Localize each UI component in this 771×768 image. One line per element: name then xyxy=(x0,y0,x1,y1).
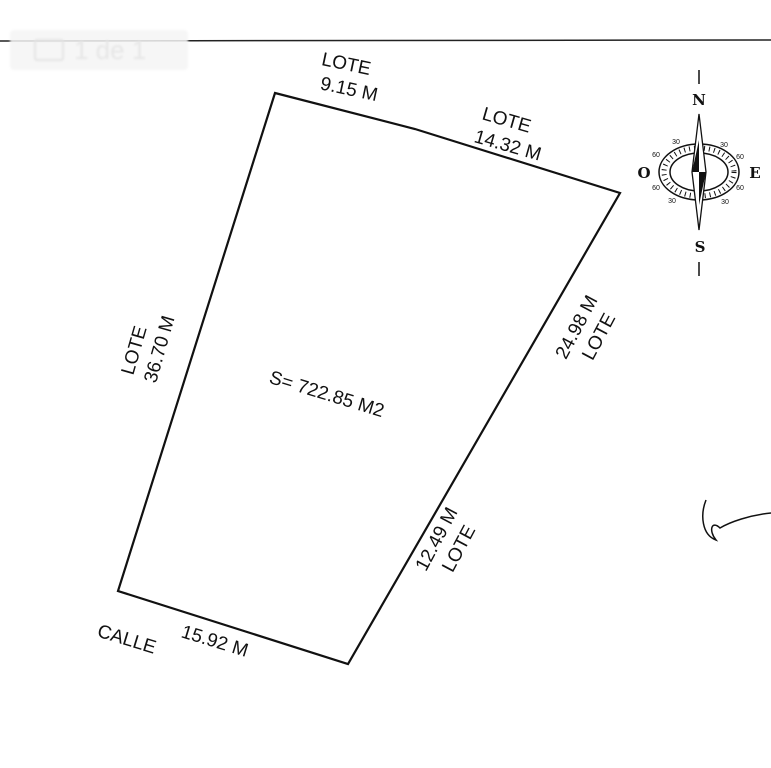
compass-east: E xyxy=(749,164,760,182)
page-count: 1 de 1 xyxy=(74,34,147,65)
svg-text:60: 60 xyxy=(652,185,660,192)
compass-rose-icon: N S E O 30 60 30 60 60 30 60 30 xyxy=(637,70,761,276)
side-label-east-2: 12.49 M LOTE xyxy=(412,504,480,576)
svg-text:14.32 M: 14.32 M xyxy=(472,126,544,165)
signature-mark xyxy=(702,499,771,542)
svg-text:CALLE: CALLE xyxy=(95,621,159,659)
side-label-north-1: LOTE 9.15 M xyxy=(318,49,379,106)
svg-text:15.92 M: 15.92 M xyxy=(179,622,251,662)
svg-text:60: 60 xyxy=(736,185,744,192)
parcel-boundary xyxy=(116,91,622,666)
side-label-west: LOTE 36.70 M xyxy=(118,314,180,386)
area-label: S= 722.85 M2 xyxy=(267,367,387,422)
svg-text:60: 60 xyxy=(736,154,744,161)
page-indicator: 1 de 1 xyxy=(10,30,188,70)
side-label-east-1: 24.98 M LOTE xyxy=(552,292,620,364)
page-icon xyxy=(34,39,64,61)
side-label-street-length: 15.92 M xyxy=(179,622,251,662)
svg-text:30: 30 xyxy=(721,199,729,206)
svg-text:30: 30 xyxy=(720,142,728,149)
svg-text:9.15 M: 9.15 M xyxy=(318,73,379,106)
compass-south: S xyxy=(695,238,706,256)
side-label-street-name: CALLE xyxy=(95,621,159,659)
side-label-north-2: LOTE 14.32 M xyxy=(472,104,544,166)
svg-text:36.70 M: 36.70 M xyxy=(140,314,179,386)
compass-north: N xyxy=(692,91,706,109)
svg-text:S= 722.85 M2: S= 722.85 M2 xyxy=(267,367,387,422)
svg-text:30: 30 xyxy=(668,198,676,205)
svg-text:30: 30 xyxy=(672,139,680,146)
svg-text:60: 60 xyxy=(652,152,660,159)
compass-west: O xyxy=(637,164,650,182)
